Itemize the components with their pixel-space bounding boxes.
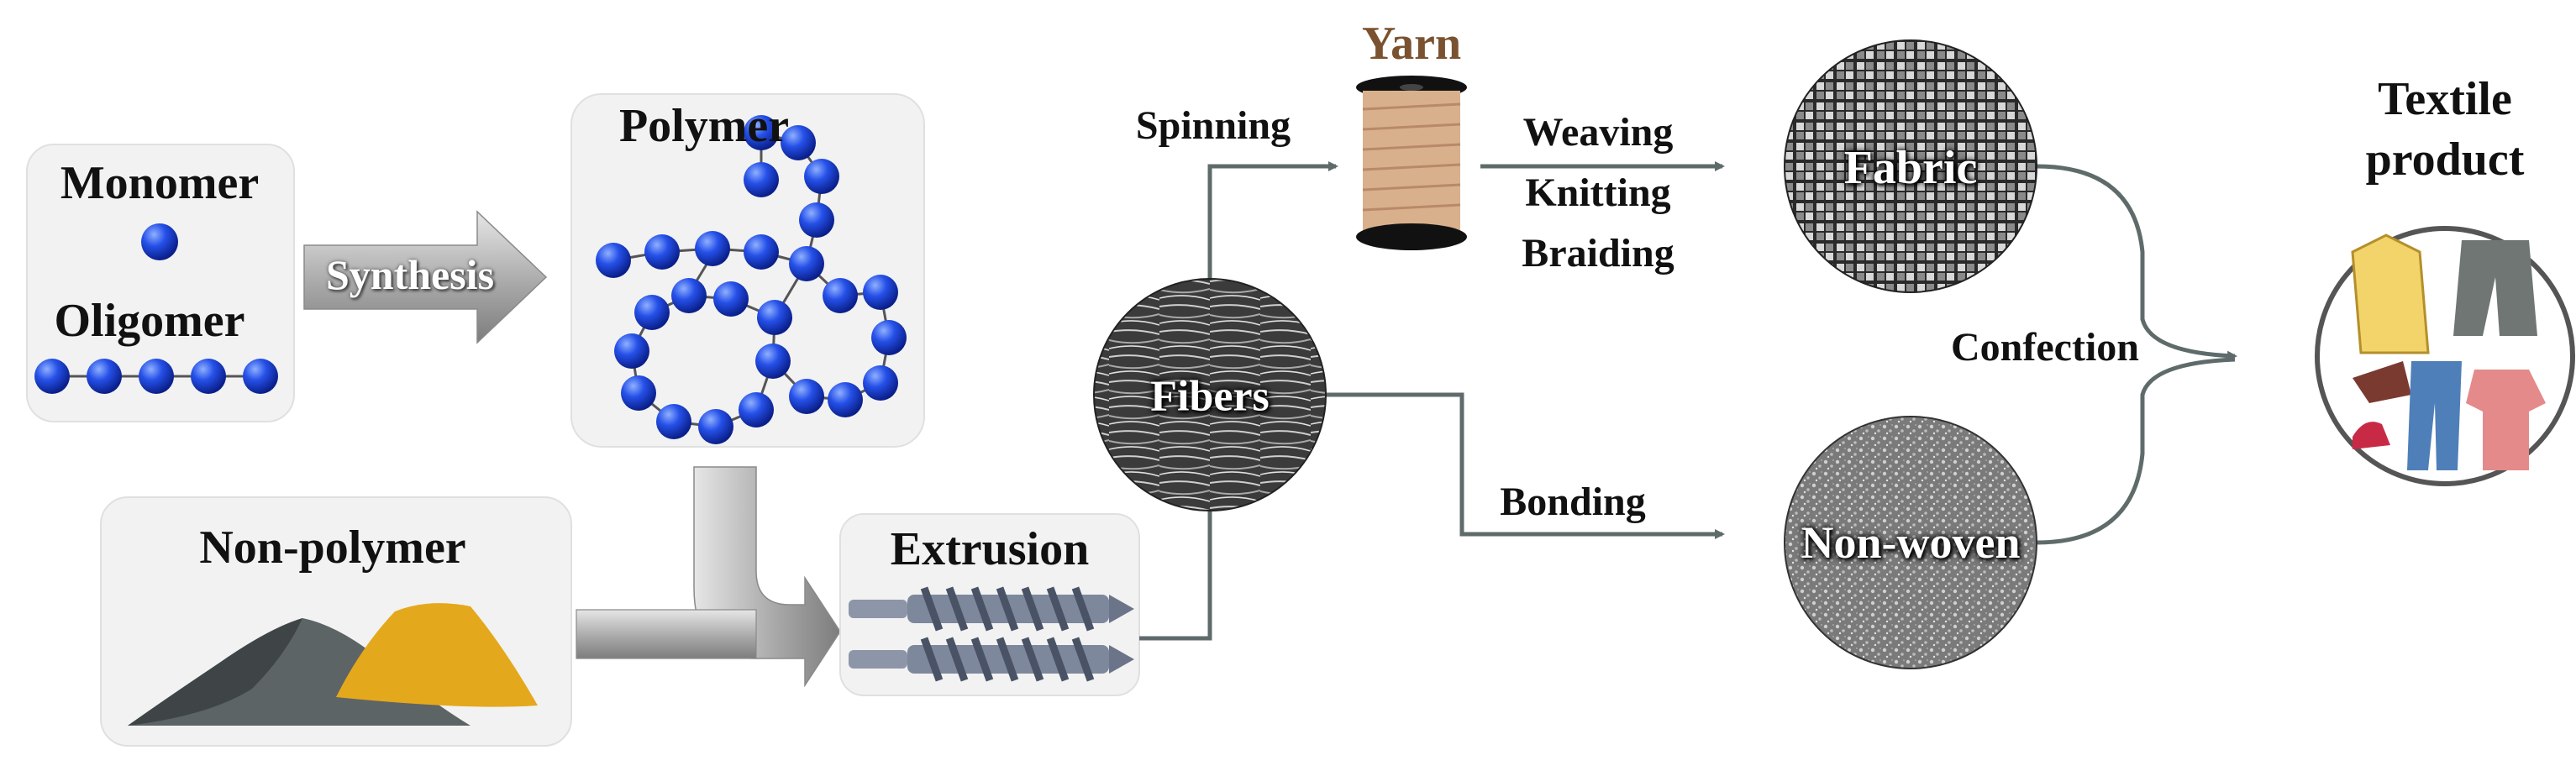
flow-connectors — [1139, 161, 2237, 641]
monomer-label: Monomer — [60, 157, 260, 209]
non-polymer-label: Non-polymer — [199, 522, 466, 574]
monomer-bead — [141, 223, 178, 260]
polymer-beads — [596, 115, 907, 444]
braiding-label: Braiding — [1522, 231, 1674, 275]
synthesis-label: Synthesis — [325, 251, 495, 298]
yarn-label: Yarn — [1361, 18, 1462, 70]
fabric-circle — [1784, 39, 2037, 293]
non-woven-label: Non-woven — [1801, 517, 2021, 568]
weaving-label: Weaving — [1522, 110, 1674, 155]
screw-icon — [849, 586, 1134, 682]
fabric-label: Fabric — [1843, 142, 1978, 194]
bonding-label: Bonding — [1500, 480, 1646, 524]
non-woven-circle — [1784, 416, 2037, 669]
yellow-pile — [336, 603, 538, 707]
oligomer-label: Oligomer — [54, 295, 245, 347]
textile-product-label-line1: Textile — [2378, 73, 2512, 125]
confection-label: Confection — [1951, 325, 2139, 370]
monomer-box — [26, 144, 295, 422]
textile-product-icon — [2315, 226, 2575, 486]
non-polymer-to-extrusion-arrow — [576, 609, 757, 659]
yarn-spool-icon — [1356, 76, 1467, 250]
fibers-label: Fibers — [1150, 372, 1270, 421]
knitting-label: Knitting — [1525, 170, 1671, 215]
extrusion-label: Extrusion — [890, 523, 1090, 575]
oligomer-chain — [34, 359, 278, 394]
polymer-label: Polymer — [618, 100, 790, 152]
spinning-label: Spinning — [1135, 103, 1291, 148]
synthesis-arrow — [303, 210, 548, 344]
fibers-circle — [1093, 278, 1327, 511]
textile-product-label-line2: product — [2365, 134, 2525, 186]
